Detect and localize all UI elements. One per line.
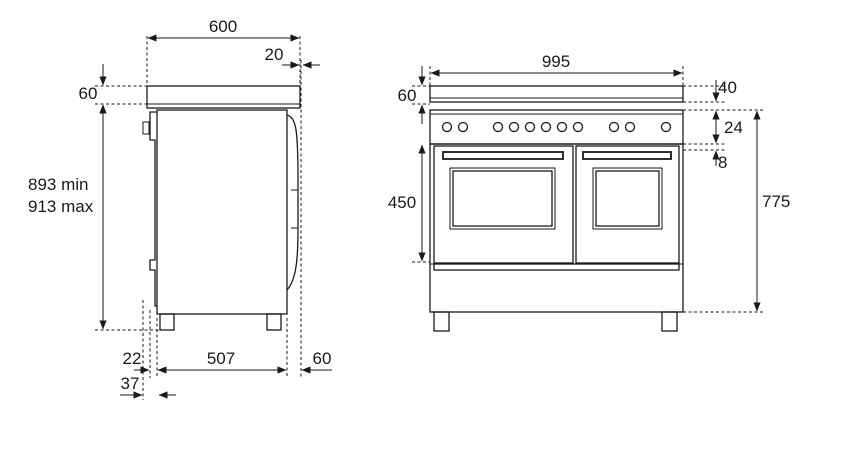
side-door-profile: [149, 111, 157, 307]
side-width-label: 600: [209, 17, 237, 36]
front-panel-gap-label: 8: [718, 153, 727, 172]
knob: [556, 121, 568, 133]
side-view: 600 20 60 893 min 913 max 22 507 60 37: [28, 17, 332, 400]
right-oven-window: [595, 170, 660, 227]
side-front-protrusion-total-label: 37: [121, 374, 140, 393]
side-rear-foot: [266, 313, 282, 331]
front-body: [429, 143, 684, 313]
front-splashback-gap-label: 40: [718, 78, 737, 97]
control-knobs: [441, 121, 672, 133]
front-worktop-height-label: 775: [762, 192, 790, 211]
knob: [492, 121, 504, 133]
front-top-height-label: 60: [398, 86, 417, 105]
front-right-foot: [661, 311, 678, 332]
front-width-label: 995: [542, 52, 570, 71]
knob: [508, 121, 520, 133]
knob: [540, 121, 552, 133]
side-body: [156, 109, 288, 315]
right-oven-door: [575, 145, 680, 264]
side-height-max-label: 913 max: [28, 197, 94, 216]
side-top-panel: [146, 85, 301, 109]
side-depth-label: 507: [207, 349, 235, 368]
left-oven-door: [433, 145, 574, 264]
side-rear-clearance-label: 60: [313, 349, 332, 368]
front-control-panel-height-label: 24: [724, 118, 743, 137]
front-view: 995 60 450 40 24 8 775: [388, 52, 790, 332]
left-oven-window: [452, 170, 553, 227]
side-front-protrusion-label: 22: [123, 349, 142, 368]
left-oven-handle: [442, 151, 564, 160]
front-drawer: [433, 263, 680, 271]
front-top-panel: [429, 85, 684, 103]
front-left-foot: [433, 311, 450, 332]
side-front-foot: [159, 313, 175, 331]
knob: [608, 121, 620, 133]
side-back-offset-label: 20: [265, 45, 284, 64]
side-height-min-label: 893 min: [28, 175, 88, 194]
knob: [441, 121, 453, 133]
knob: [457, 121, 469, 133]
knob: [624, 121, 636, 133]
right-oven-handle: [582, 151, 672, 160]
side-top-height-label: 60: [79, 84, 98, 103]
knob: [524, 121, 536, 133]
knob: [572, 121, 584, 133]
front-oven-height-label: 450: [388, 193, 416, 212]
side-rear-profile: [286, 114, 299, 291]
knob: [660, 121, 672, 133]
